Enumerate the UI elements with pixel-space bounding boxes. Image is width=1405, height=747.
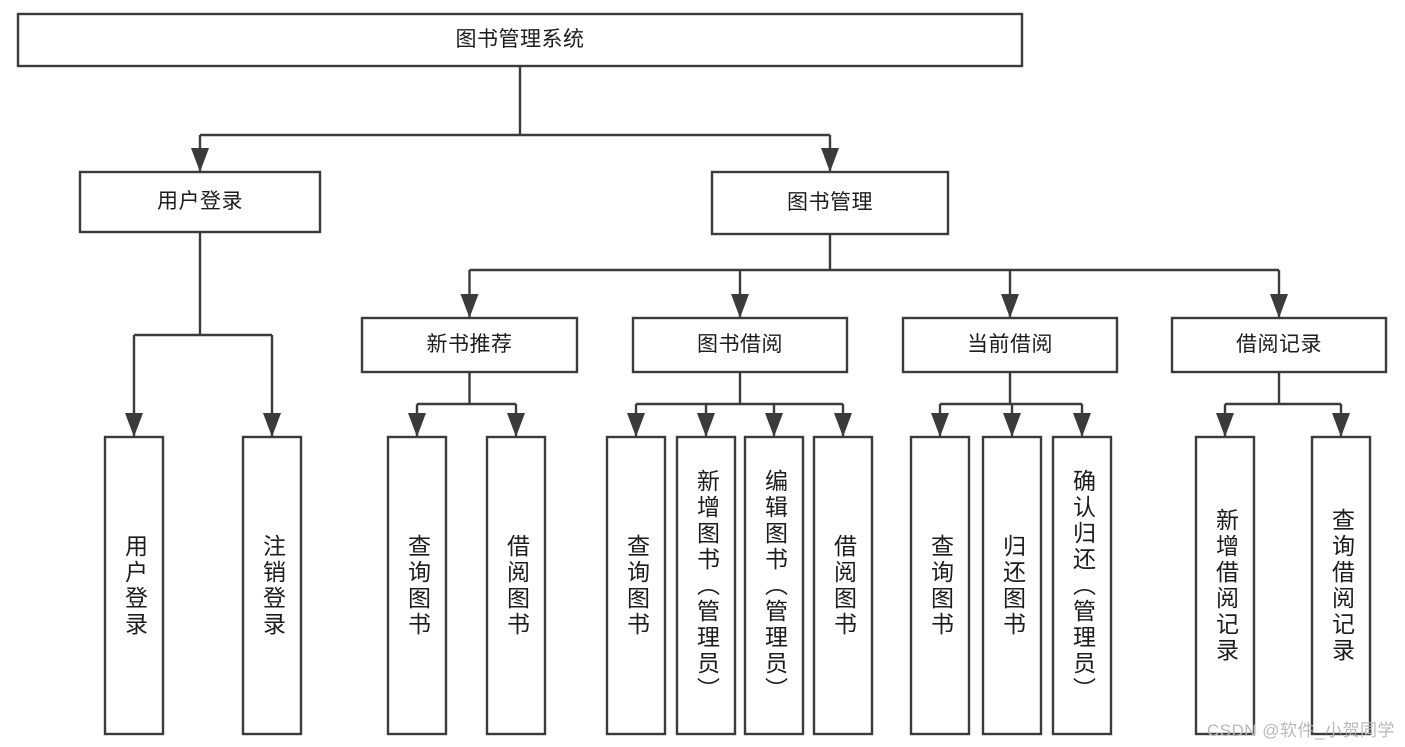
node-box-leaf-confirm-return[interactable] <box>1051 435 1113 736</box>
node-box-leaf-return-book[interactable] <box>981 435 1043 736</box>
arrow-head-icon-book-manage <box>821 148 839 172</box>
arrow-head-icon-leaf-query-book-1 <box>408 413 426 437</box>
arrow-head-icon-leaf-edit-book <box>765 413 783 437</box>
arrow-head-icon-new-book-recommend <box>460 294 479 318</box>
node-box-layer <box>16 12 1388 736</box>
arrow-head-icon-current-borrow <box>1001 294 1019 318</box>
arrow-head-icon-leaf-user-login <box>125 413 143 437</box>
arrow-head-icon-leaf-query-book-3 <box>931 413 949 437</box>
arrow-head-icon-leaf-query-record <box>1332 413 1350 437</box>
node-box-leaf-query-book-2[interactable] <box>605 435 667 736</box>
arrow-head-icon-book-borrow <box>731 294 749 318</box>
node-box-leaf-query-book-3[interactable] <box>909 435 971 736</box>
connector-layer <box>125 66 1350 437</box>
arrow-head-icon-leaf-add-book <box>697 413 715 437</box>
node-box-book-manage[interactable] <box>710 170 950 236</box>
node-box-leaf-borrow-book-1[interactable] <box>485 435 547 736</box>
node-box-leaf-logout[interactable] <box>241 435 303 736</box>
arrow-head-icon-leaf-borrow-book-1 <box>507 413 525 437</box>
arrow-head-icon-borrow-record <box>1270 294 1288 318</box>
arrow-head-icon-leaf-add-record <box>1216 413 1234 437</box>
node-box-borrow-record[interactable] <box>1170 316 1388 374</box>
node-box-leaf-query-book-1[interactable] <box>386 435 448 736</box>
node-box-leaf-query-record[interactable] <box>1310 435 1372 736</box>
node-box-leaf-add-book[interactable] <box>675 435 737 736</box>
arrow-head-icon-leaf-borrow-book-2 <box>834 413 852 437</box>
arrow-head-icon-leaf-query-book-2 <box>627 413 645 437</box>
node-box-leaf-borrow-book-2[interactable] <box>812 435 874 736</box>
arrow-head-icon-leaf-confirm-return <box>1073 413 1091 437</box>
arrow-head-icon-leaf-logout <box>263 413 281 437</box>
node-box-leaf-edit-book[interactable] <box>743 435 805 736</box>
arrow-head-icon-user-login <box>191 148 209 172</box>
node-box-leaf-add-record[interactable] <box>1194 435 1256 736</box>
node-box-leaf-user-login[interactable] <box>103 435 165 736</box>
node-box-new-book-recommend[interactable] <box>360 316 579 374</box>
node-box-current-borrow[interactable] <box>901 316 1119 374</box>
node-box-book-borrow[interactable] <box>631 316 849 374</box>
node-box-root[interactable] <box>16 12 1024 68</box>
node-box-user-login[interactable] <box>78 170 322 234</box>
arrow-head-icon-leaf-return-book <box>1003 413 1021 437</box>
